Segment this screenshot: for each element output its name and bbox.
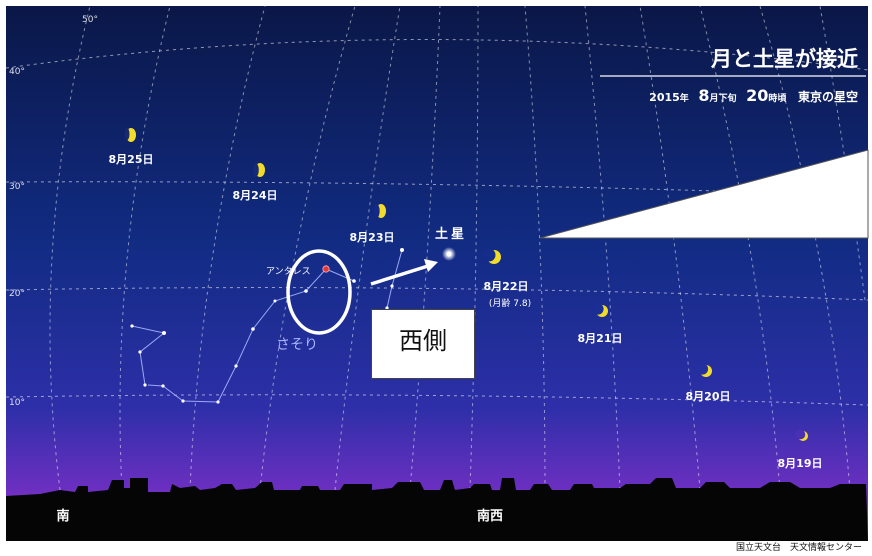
west-side-callout: 西側	[371, 309, 475, 379]
callout-pointer	[539, 149, 869, 239]
altitude-label-30: 30°	[9, 182, 25, 192]
moon-label-aug20: 8月20日	[686, 390, 731, 403]
moon-label-aug24: 8月24日	[233, 189, 278, 202]
altitude-label-20: 20°	[9, 289, 25, 299]
moon-aug24: 8月24日	[233, 163, 278, 202]
moon-label-aug22: 8月22日	[484, 280, 529, 293]
altitude-label-50: 50°	[82, 15, 98, 25]
moon-age-aug22: (月齢 7.8)	[489, 297, 531, 309]
direction-southwest: 南西	[477, 508, 503, 524]
sky-background	[6, 6, 868, 541]
subtitle-place: 東京の星空	[798, 89, 858, 104]
moon-label-aug25: 8月25日	[109, 153, 154, 166]
altitude-labels: 50° 40° 30° 20° 10°	[9, 15, 98, 408]
azimuth-grid	[49, 5, 866, 491]
subtitle-hour: 20	[746, 86, 768, 105]
subtitle-hour-unit: 時頃	[768, 92, 787, 104]
antares-highlight-circle	[286, 249, 352, 335]
moon-aug21: 8月21日	[578, 303, 623, 345]
moon-label-aug19: 8月19日	[778, 457, 823, 470]
chart-title: 月と土星が接近	[710, 47, 858, 71]
antares-star	[322, 265, 330, 273]
subtitle-year-unit: 年	[680, 92, 689, 104]
direction-south: 南	[56, 508, 69, 524]
subtitle-year: 2015	[649, 91, 680, 104]
antares-label: アンタレス	[266, 266, 311, 277]
moon-aug23: 8月23日	[350, 204, 395, 244]
moon-aug20: 8月20日	[686, 363, 731, 403]
credit-text: 国立天文台 天文情報センター	[735, 543, 862, 553]
arrow-to-saturn	[370, 259, 438, 286]
scorpius-label: さそり	[276, 337, 318, 353]
moon-aug25: 8月25日	[109, 128, 154, 166]
moon-label-aug21: 8月21日	[578, 332, 623, 345]
moon-label-aug23: 8月23日	[350, 231, 395, 244]
scorpius-stars	[130, 248, 404, 404]
city-skyline	[6, 478, 868, 541]
moon-aug22: 8月22日 (月齢 7.8)	[482, 248, 531, 309]
saturn-label: 土星	[435, 226, 467, 242]
chart-subtitle: 2015年 8月下旬 20時頃 東京の星空	[649, 86, 858, 105]
altitude-label-10: 10°	[9, 398, 25, 408]
moon-aug19: 8月19日	[778, 429, 823, 470]
subtitle-month-rest: 月下旬	[709, 92, 737, 104]
altitude-label-40: 40°	[9, 67, 25, 77]
west-side-callout-text: 西側	[399, 326, 447, 355]
saturn-planet	[446, 251, 452, 257]
subtitle-month: 8	[698, 86, 709, 105]
